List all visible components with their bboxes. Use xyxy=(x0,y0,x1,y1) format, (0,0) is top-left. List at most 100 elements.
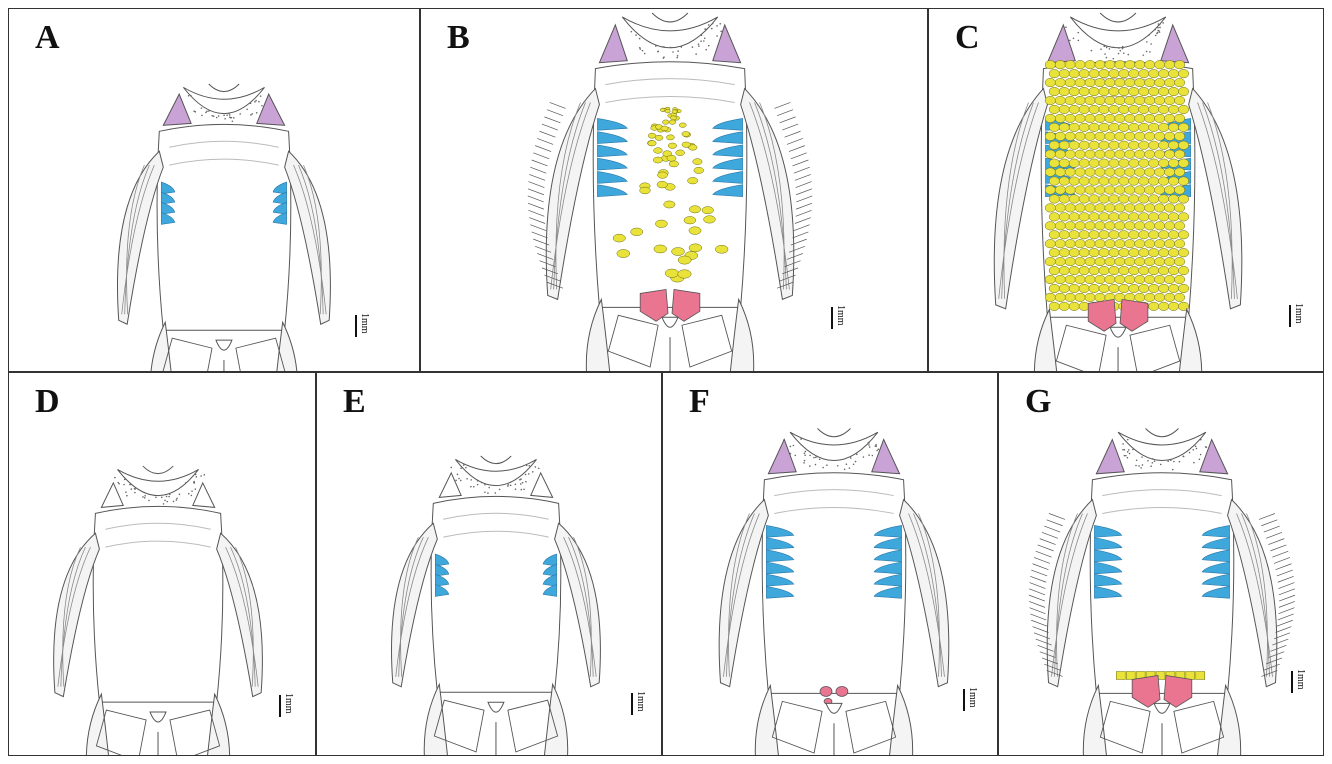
ventral-scale xyxy=(1119,266,1129,275)
ventral-scale xyxy=(1155,257,1165,266)
ventral-scale xyxy=(1095,96,1105,105)
ventral-scale xyxy=(1145,275,1155,284)
left-cleithrum xyxy=(101,483,123,507)
right-fin-bristle xyxy=(1277,570,1293,576)
lip-stipple xyxy=(1141,456,1143,458)
lip-stipple xyxy=(1200,454,1202,456)
ventral-scale xyxy=(660,108,665,111)
lip-stipple xyxy=(457,474,459,476)
lip-stipple xyxy=(251,113,253,115)
lip-stipple xyxy=(477,484,479,486)
panel-e-drawing xyxy=(317,373,661,755)
lip-stipple xyxy=(875,446,877,448)
lip-stipple xyxy=(1091,50,1093,52)
right-fin-bristle xyxy=(1279,601,1295,607)
ventral-scale xyxy=(1164,275,1174,284)
ventral-scale xyxy=(1139,284,1149,293)
ventral-scale xyxy=(1059,123,1069,132)
lip-stipple xyxy=(868,454,870,456)
lip-stipple xyxy=(246,108,248,110)
ventral-scale xyxy=(1155,60,1165,69)
ventral-scale xyxy=(1079,159,1089,168)
ventral-scale xyxy=(1049,302,1059,311)
ventral-scale xyxy=(1164,222,1174,231)
ventral-scale xyxy=(1059,141,1069,150)
panel-a-scale-bar: 1mm xyxy=(355,313,369,341)
ventral-scale xyxy=(1099,177,1109,186)
ventral-scale xyxy=(1049,87,1059,96)
right-fin-bristle xyxy=(777,110,793,116)
ventral-scale xyxy=(631,228,643,236)
lip-stipple xyxy=(201,107,203,109)
lip-stipple xyxy=(515,488,517,490)
right-pelvic-fin xyxy=(1214,685,1241,755)
ventral-scale xyxy=(1085,222,1095,231)
lip-stipple xyxy=(846,463,848,465)
lip-stipple xyxy=(1160,464,1162,466)
lip-stipple xyxy=(711,28,713,30)
lip-stipple xyxy=(695,53,697,55)
urogenital-papilla xyxy=(662,317,678,327)
ventral-scale xyxy=(689,244,702,252)
lip-stipple xyxy=(200,475,202,477)
right-fin-bristle xyxy=(1264,526,1280,532)
ventral-scale xyxy=(1115,114,1125,123)
left-fin-bristle xyxy=(1029,601,1045,607)
lip-stipple xyxy=(815,464,817,466)
ventral-scale xyxy=(1085,132,1095,141)
ventral-scale xyxy=(1075,186,1085,195)
ventral-scale xyxy=(1075,60,1085,69)
ventral-scale xyxy=(1135,150,1145,159)
scale-line xyxy=(279,695,281,717)
ventral-scale xyxy=(1085,275,1095,284)
ventral-scale xyxy=(657,181,667,188)
ventral-scale xyxy=(1174,114,1184,123)
lip-stipple xyxy=(201,115,203,117)
ventral-scale xyxy=(682,142,690,147)
lip-stipple xyxy=(250,103,252,105)
right-fin-bristle xyxy=(1278,576,1294,582)
lip-stipple xyxy=(168,496,170,498)
ventral-scale xyxy=(1045,293,1055,302)
lip-stipple xyxy=(239,113,241,115)
ventral-scale xyxy=(1075,257,1085,266)
right-pelvic-fin xyxy=(203,694,230,755)
ventral-scale xyxy=(1095,60,1105,69)
ventral-scale xyxy=(1135,186,1145,195)
ventral-scale xyxy=(1168,123,1178,132)
lip-stipple xyxy=(1195,446,1197,448)
ventral-scale xyxy=(1055,60,1065,69)
lip-stipple xyxy=(163,503,165,505)
ventral-scale xyxy=(1045,78,1055,87)
lip-stipple xyxy=(1157,27,1159,29)
ventral-scale xyxy=(1174,222,1184,231)
ventral-scale xyxy=(1055,96,1065,105)
lip-stipple xyxy=(794,455,796,457)
ventral-scale xyxy=(1045,168,1055,177)
urogenital-papilla xyxy=(826,703,842,713)
ventral-scale xyxy=(613,234,625,242)
right-pelvic-plate xyxy=(1120,299,1148,331)
ventral-scale xyxy=(1135,114,1145,123)
lip-stipple xyxy=(525,474,527,476)
ventral-scale xyxy=(1079,213,1089,222)
ventral-scale xyxy=(1045,186,1055,195)
ventral-scale xyxy=(1109,141,1119,150)
lip-stipple xyxy=(458,478,460,480)
ventral-scale xyxy=(1059,213,1069,222)
ventral-scale xyxy=(1168,105,1178,114)
ventral-scale xyxy=(1069,87,1079,96)
lip-stipple xyxy=(720,31,722,33)
ventral-scale xyxy=(1149,87,1159,96)
ventral-scale xyxy=(1155,114,1165,123)
ventral-scale xyxy=(1159,159,1169,168)
ventral-scale xyxy=(1168,284,1178,293)
lip-stipple xyxy=(520,489,522,491)
left-fin-bristle xyxy=(528,182,544,188)
ventral-scale xyxy=(1089,177,1099,186)
ventral-scale xyxy=(1145,60,1155,69)
lip-stipple xyxy=(819,458,821,460)
ventral-scale xyxy=(1159,284,1169,293)
ventral-scale xyxy=(1135,60,1145,69)
lip-stipple xyxy=(856,454,858,456)
